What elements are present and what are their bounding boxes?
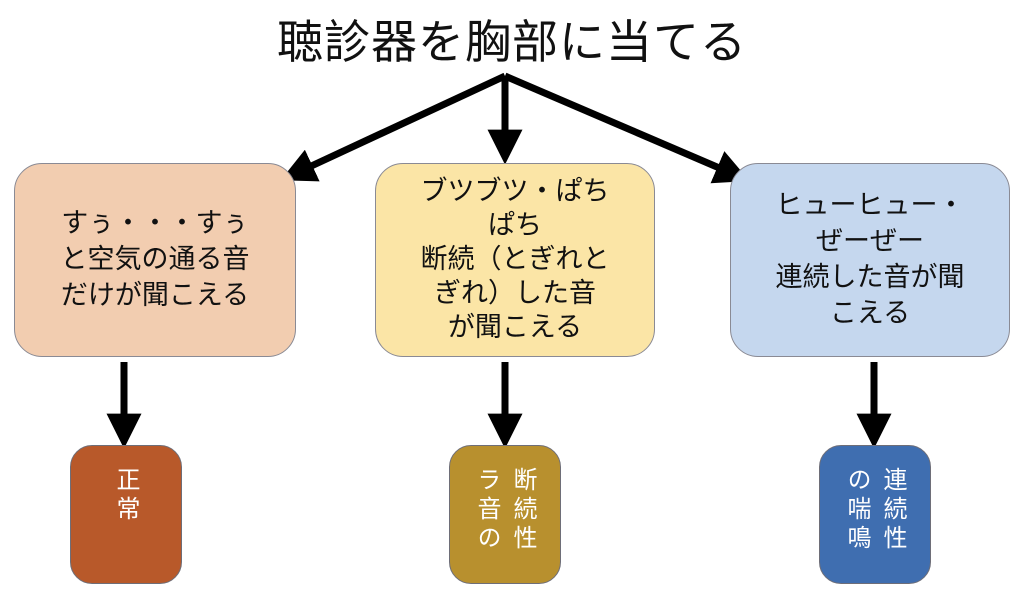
result-box-continuous-wheeze: 連続性の喘鳴 xyxy=(819,445,931,584)
sound-box-wheeze: ヒューヒュー・ ぜーぜー 連続した音が聞 こえる xyxy=(730,163,1010,357)
sound-description: すぅ・・・すぅ と空気の通る音 だけが聞こえる xyxy=(60,208,250,311)
result-label: 断続性ラ音の xyxy=(473,466,537,554)
diagram-title: 聴診器を胸部に当てる xyxy=(277,15,747,69)
result-box-normal: 正常 xyxy=(70,445,182,584)
result-box-discontinuous-rales: 断続性ラ音の xyxy=(449,445,561,584)
sound-box-crackles: ブツブツ・ぱち ぱち 断続（とぎれと ぎれ）した音 が聞こえる xyxy=(375,163,655,357)
result-label: 正常 xyxy=(112,466,140,525)
arrow-to-wheeze-sound xyxy=(503,72,750,184)
sound-description: ヒューヒュー・ ぜーぜー 連続した音が聞 こえる xyxy=(775,190,965,329)
sound-description: ブツブツ・ぱち ぱち 断続（とぎれと ぎれ）した音 が聞こえる xyxy=(420,176,610,343)
sound-box-normal: すぅ・・・すぅ と空気の通る音 だけが聞こえる xyxy=(14,163,296,357)
result-label: 連続性の喘鳴 xyxy=(843,466,907,554)
arrow-to-normal-sound xyxy=(280,72,507,182)
